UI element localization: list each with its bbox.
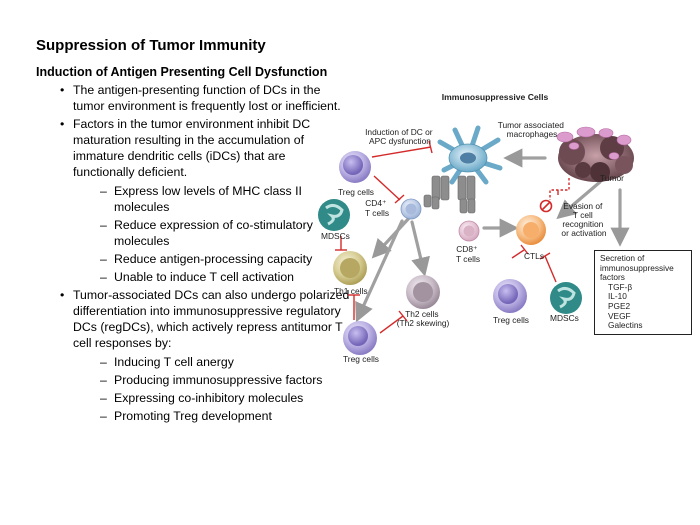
treg-cell-bottom [343, 321, 377, 355]
inhibition-lines [335, 140, 570, 334]
label-treg-right: Treg cells [493, 315, 529, 325]
inhibit-treg-to-ctl [511, 249, 525, 259]
gray-arrows [355, 148, 630, 323]
bullet-item: Factors in the tumor environment inhibit… [60, 116, 350, 285]
label-evasion: Evasion of T cell recognition or activat… [561, 201, 606, 238]
secretion-item: VEGF [608, 310, 631, 321]
treg-cell-right [493, 279, 527, 313]
inhibit-treg-to-dc [371, 146, 432, 158]
cd8-t-cell [458, 220, 480, 242]
inhibit-treg-to-th2 [379, 315, 404, 334]
arrow-cd4-to-th1 [371, 215, 412, 259]
treg-cell-top [339, 151, 371, 183]
macrophage-cells [556, 126, 632, 160]
label-th2: Th2 cells (Th2 skewing) [397, 309, 450, 328]
sub-bullet-item: Inducing T cell anergy [100, 354, 350, 370]
slide-title: Suppression of Tumor Immunity [36, 37, 266, 54]
cd4-t-cell [400, 198, 422, 220]
label-cd4: CD4⁺ T cells [365, 198, 389, 218]
ctl-cell [516, 215, 546, 245]
label-th1: Th1 cells [334, 286, 368, 296]
bullet-item: Tumor-associated DCs can also undergo po… [60, 287, 350, 424]
sub-bullet-list: Express low levels of MHC class II molec… [73, 183, 350, 286]
label-mdsc-right: MDSCs [550, 313, 579, 323]
secretion-box: Secretion of immunosuppressive factors T… [594, 250, 692, 335]
label-tam: Tumor associated macrophages [498, 120, 567, 139]
secretion-item: Galectins [608, 320, 643, 331]
secretion-items: TGF-β IL-10 PGE2 VEGF Galectins [600, 281, 686, 331]
secretion-item: PGE2 [608, 300, 631, 311]
mdsc-cell-left [318, 199, 350, 231]
mhc-receptors [423, 175, 476, 214]
slide-subtitle: Induction of Antigen Presenting Cell Dys… [36, 65, 328, 79]
bullet-text: The antigen-presenting function of DCs i… [73, 83, 341, 114]
secretion-header: Secretion of immunosuppressive factors [600, 253, 674, 283]
sub-bullet-item: Reduce expression of co-stimulatory mole… [100, 217, 350, 249]
bullet-text: Tumor-associated DCs can also undergo po… [73, 288, 350, 351]
dendritic-cell [437, 125, 503, 185]
secretion-item: TGF-β [608, 281, 633, 292]
th1-cell [333, 251, 367, 285]
sub-bullet-item: Expressing co-inhibitory molecules [100, 390, 350, 406]
sub-bullet-item: Producing immunosuppressive factors [100, 372, 350, 388]
label-ctls: CTLs [524, 251, 544, 261]
arrow-tumor-to-ctl [556, 180, 602, 220]
diagram-title: Immunosuppressive Cells [442, 92, 549, 102]
secretion-item: IL-10 [608, 291, 627, 302]
inhibit-tumor-evasion [549, 178, 570, 200]
sub-bullet-item: Express low levels of MHC class II molec… [100, 183, 350, 215]
th2-cell [406, 275, 440, 309]
arrow-cd4-to-th2 [410, 220, 430, 277]
bullet-list: The antigen-presenting function of DCs i… [60, 82, 350, 424]
label-treg-top: Treg cells [338, 187, 374, 197]
label-treg-bottom: Treg cells [343, 354, 379, 364]
label-tumor: Tumor [600, 173, 624, 183]
inhibit-mdsc-to-ctl [544, 255, 557, 283]
label-induction: Induction of DC or APC dysfunction [365, 127, 435, 146]
bullet-item: The antigen-presenting function of DCs i… [60, 82, 350, 114]
sub-bullet-list: Inducing T cell anergy Producing immunos… [73, 354, 350, 424]
no-entry-icon [539, 199, 553, 213]
label-cd8: CD8⁺ T cells [456, 244, 480, 264]
bullet-text: Factors in the tumor environment inhibit… [73, 117, 311, 180]
label-mdsc-left: MDSCs [321, 231, 350, 241]
arrow-cd4-to-treg [355, 219, 404, 323]
sub-bullet-item: Promoting Treg development [100, 408, 350, 424]
sub-bullet-item: Reduce antigen-processing capacity [100, 251, 350, 267]
mdsc-cell-right [550, 282, 582, 314]
sub-bullet-item: Unable to induce T cell activation [100, 269, 350, 285]
inhibit-treg-to-cd4 [373, 175, 401, 201]
